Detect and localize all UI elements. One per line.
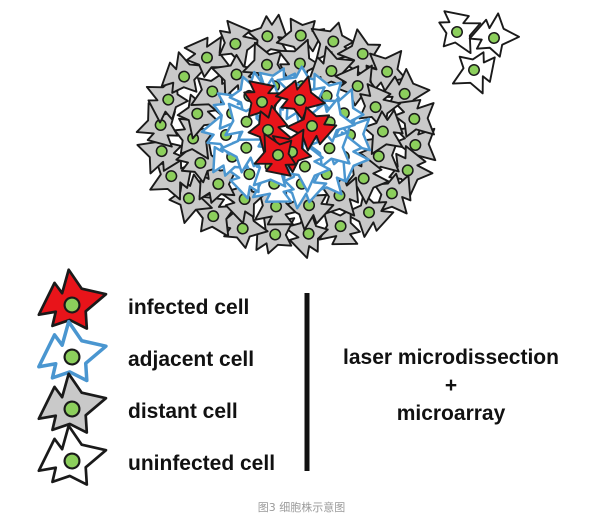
distant-cell (335, 150, 393, 207)
distant-cell (304, 43, 358, 98)
adjacent-cell (222, 99, 271, 145)
distant-cell (142, 73, 193, 126)
distant-cell (214, 201, 271, 256)
legend-label-uninfected: uninfected cell (128, 452, 275, 475)
legend-label-distant: distant cell (128, 400, 238, 423)
uninfected-cell (431, 6, 484, 57)
distant-cell (317, 204, 364, 249)
legend-item-adjacent: adjacent cell (31, 316, 254, 397)
infected-cell (236, 76, 289, 127)
method-line-1: laser microdissection (343, 346, 559, 369)
distant-cell (394, 125, 437, 164)
distant-cell (366, 49, 408, 94)
distant-cell (393, 98, 436, 139)
adjacent-cell-shape (31, 316, 112, 397)
distant-cell (348, 79, 404, 134)
distant-cell (207, 16, 264, 71)
distant-cell-shape (32, 368, 111, 449)
distant-cell (310, 20, 357, 64)
distant-cell (357, 136, 400, 176)
distant-cell (281, 177, 338, 234)
cell-cluster (133, 6, 522, 262)
distant-cell (273, 7, 329, 64)
distant-cell (156, 49, 211, 104)
distant-cell (172, 135, 228, 190)
distant-cell (379, 141, 437, 199)
adjacent-cell (221, 146, 277, 203)
legend-item-distant: distant cell (32, 368, 238, 449)
infected-cell-icon (32, 264, 111, 345)
method-text: laser microdissection + microarray (343, 346, 559, 425)
legend-label-adjacent: adjacent cell (128, 348, 254, 371)
distant-cell (146, 150, 197, 203)
distant-cell (133, 99, 188, 152)
uninfected-cell-shape (32, 420, 111, 501)
distant-cell (210, 49, 264, 101)
distant-cell (135, 125, 189, 178)
distant-cell (188, 191, 239, 240)
adjacent-cell (276, 137, 334, 195)
distant-cell (162, 170, 216, 226)
uninfected-cell-icon (32, 420, 111, 501)
infected-cell-shape (32, 264, 111, 345)
distant-cell (334, 26, 391, 83)
infected-cell (284, 98, 341, 155)
uninfected-cell (449, 44, 500, 97)
method-line-2: + (445, 374, 457, 397)
legend-item-infected: infected cell (32, 264, 249, 345)
adjacent-cell (218, 119, 275, 177)
distant-cell (376, 65, 433, 122)
infected-cell (251, 130, 304, 181)
distant-cell (171, 86, 225, 141)
distant-cell (341, 184, 398, 241)
distant-cell (332, 61, 383, 110)
adjacent-cell-icon (31, 316, 112, 397)
distant-cell-icon (32, 368, 111, 449)
distant-cell (240, 39, 294, 92)
distant-cell (360, 107, 407, 156)
legend-item-uninfected: uninfected cell (32, 420, 275, 501)
infected-cell (272, 72, 328, 127)
distant-cell (244, 12, 291, 61)
distant-cell (371, 171, 414, 216)
figure-caption: 图3 细胞株示意图 (257, 501, 346, 514)
legend: infected cell adjacent cell distant cell… (31, 264, 275, 501)
adjacent-cell (308, 128, 351, 168)
distant-cell (251, 210, 298, 259)
infected-cell (241, 102, 296, 158)
legend-label-infected: infected cell (128, 296, 249, 319)
distant-cell (194, 159, 242, 209)
distant-cell (181, 33, 232, 82)
method-line-3: microarray (397, 402, 506, 425)
uninfected-cell (465, 9, 522, 66)
